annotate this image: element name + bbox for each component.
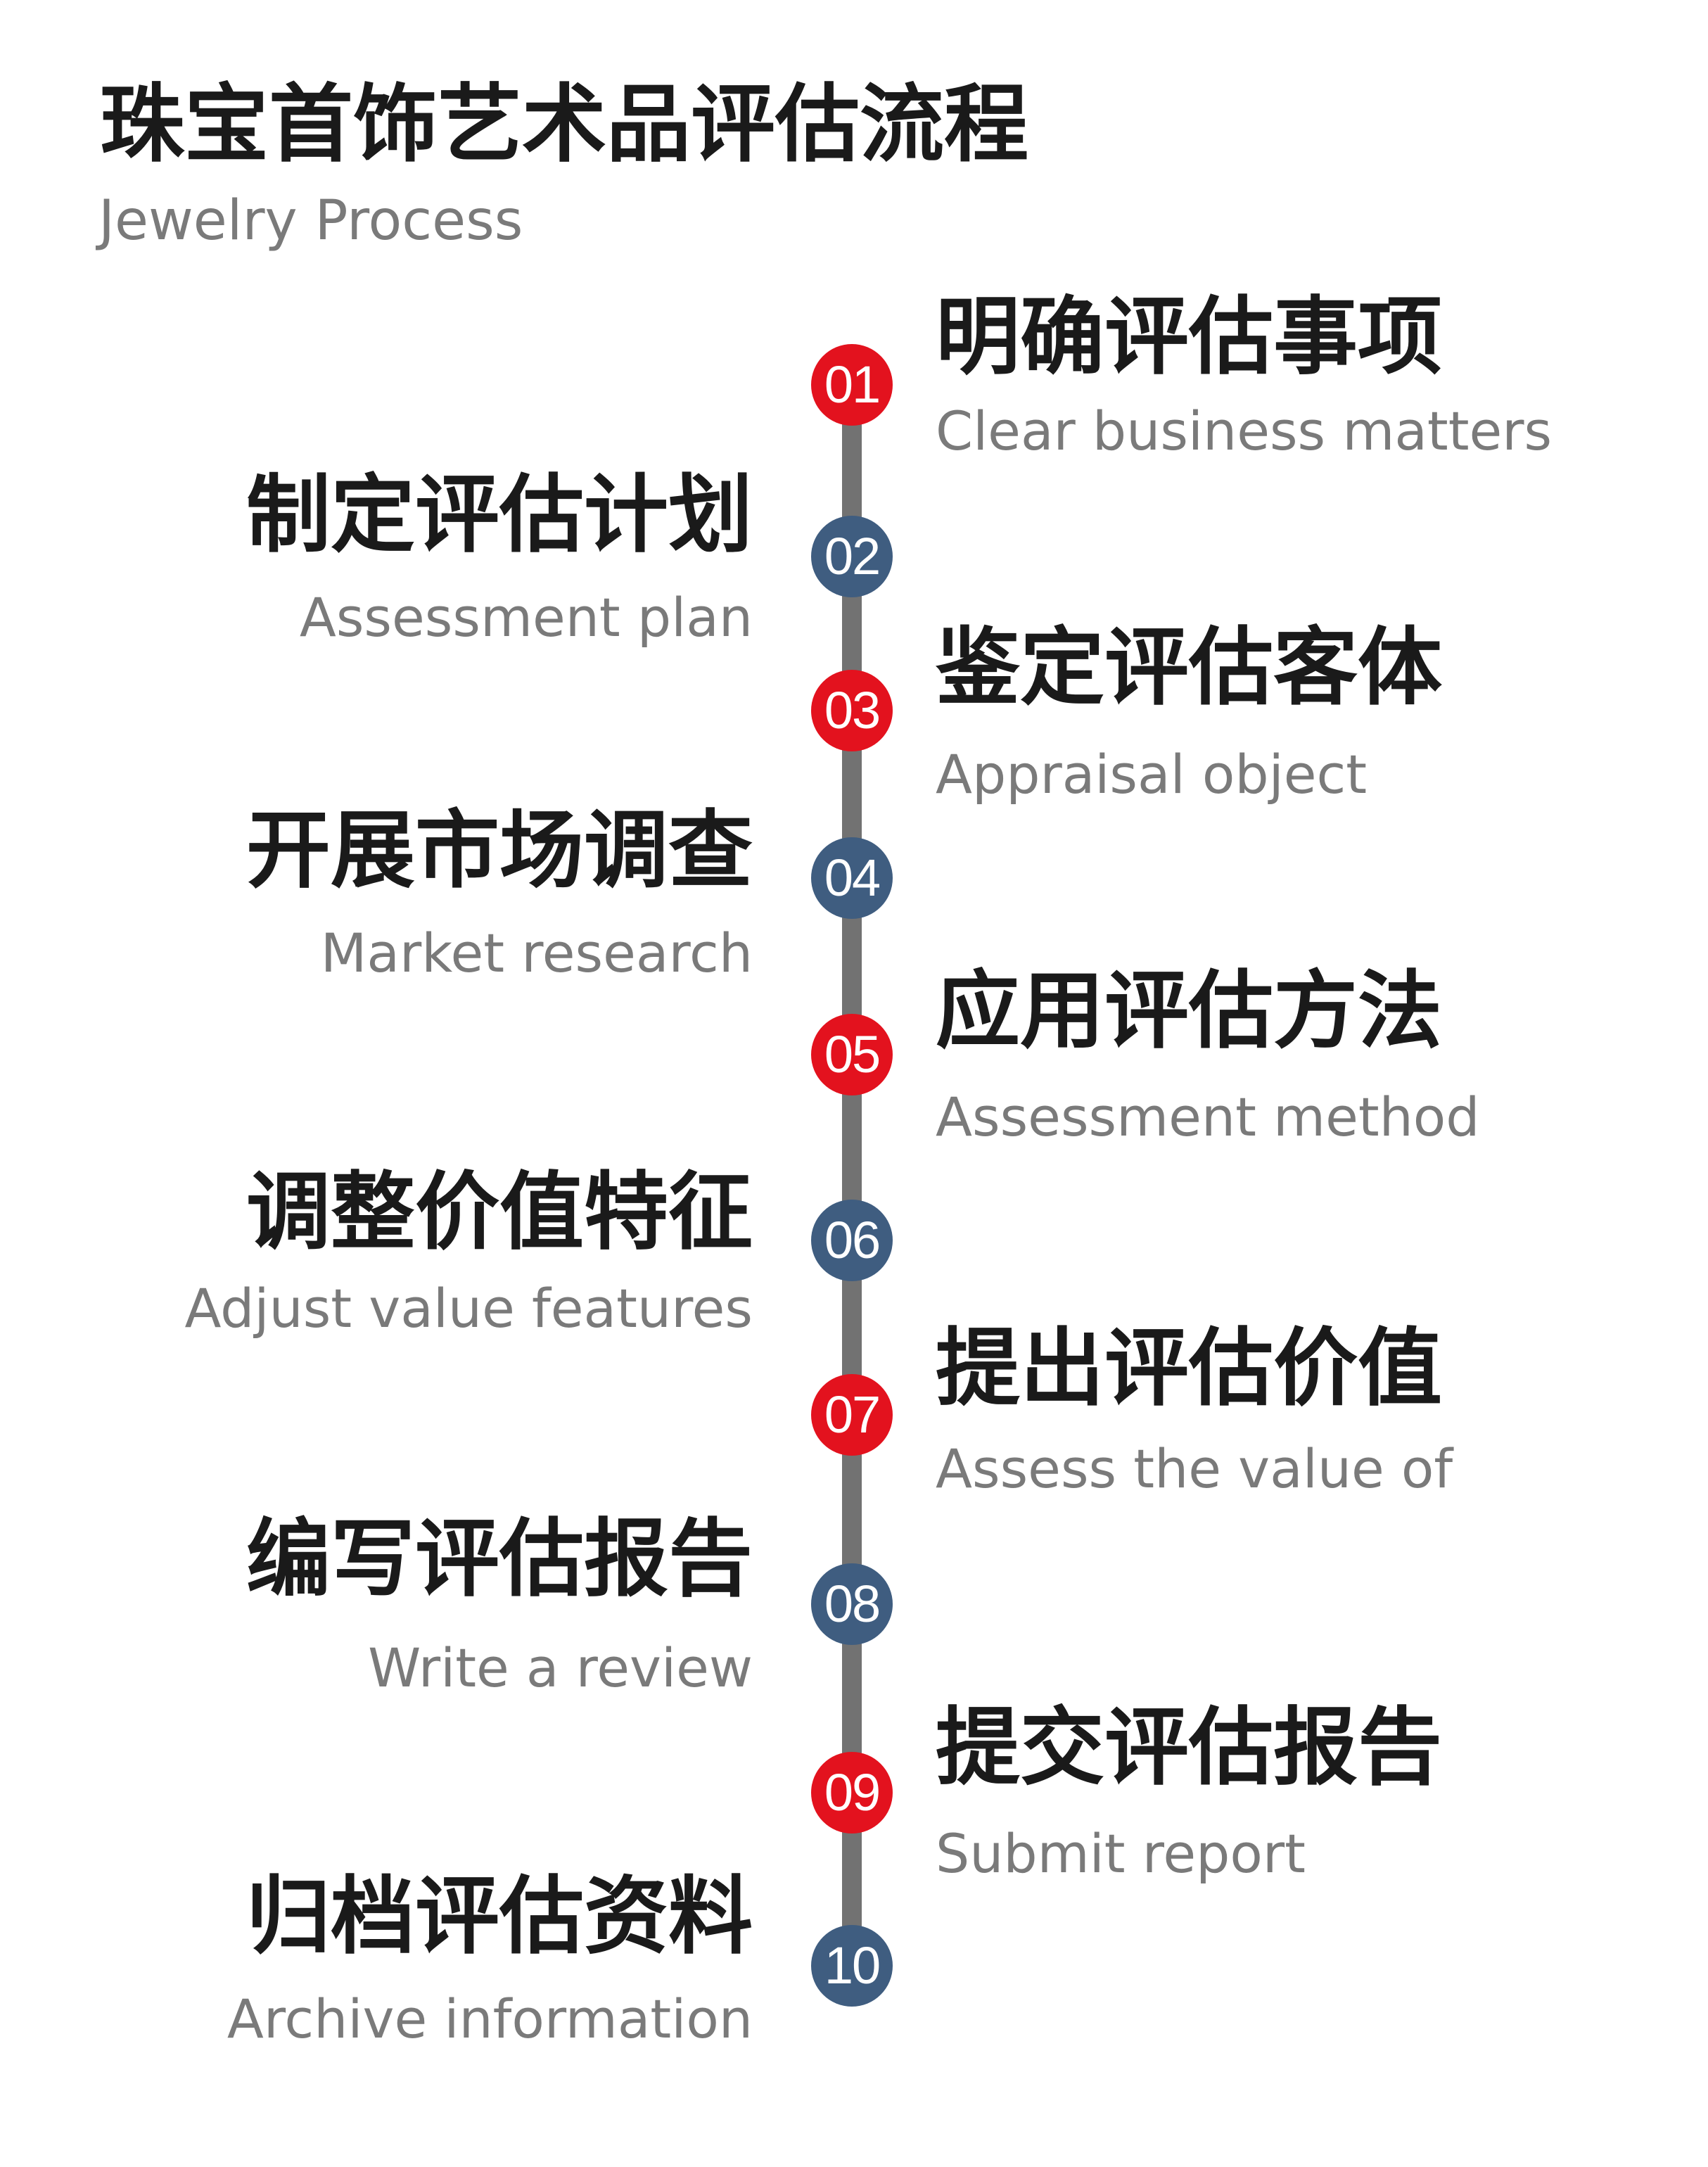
timeline-line [842,386,862,1967]
step-title-08: 编写评估报告 [246,1511,753,1608]
step-title-02: 制定评估计划 [246,466,753,564]
step-node-02: 02 [811,516,893,597]
step-title-09: 提交评估报告 [936,1699,1442,1797]
step-subtitle-03: Appraisal object [936,743,1368,806]
step-subtitle-09: Submit report [936,1822,1306,1885]
step-subtitle-06: Adjust value features [184,1277,753,1340]
step-subtitle-07: Assess the value of [936,1437,1453,1500]
step-node-06: 06 [811,1200,893,1281]
step-node-04: 04 [811,837,893,919]
step-title-03: 鉴定评估客体 [936,619,1442,717]
step-title-01: 明确评估事项 [936,288,1442,386]
step-title-05: 应用评估方法 [936,962,1442,1060]
step-node-03: 03 [811,670,893,751]
step-subtitle-04: Market research [320,922,753,984]
step-subtitle-01: Clear business matters [936,400,1553,462]
title-en: Jewelry Process [98,189,523,253]
step-node-01: 01 [811,344,893,426]
step-node-10: 10 [811,1925,893,2007]
step-title-04: 开展市场调查 [246,802,753,900]
title-zh: 珠宝首饰艺术品评估流程 [100,76,1028,174]
step-subtitle-08: Write a review [368,1637,753,1699]
step-node-09: 09 [811,1752,893,1834]
step-subtitle-10: Archive information [227,1988,753,2050]
step-subtitle-02: Assessment plan [299,586,753,649]
step-title-10: 归档评估资料 [246,1868,753,1966]
step-subtitle-05: Assessment method [936,1086,1480,1148]
step-title-07: 提出评估价值 [936,1320,1442,1418]
step-node-05: 05 [811,1014,893,1095]
step-node-08: 08 [811,1563,893,1645]
step-title-06: 调整价值特征 [246,1164,753,1262]
step-node-07: 07 [811,1374,893,1456]
